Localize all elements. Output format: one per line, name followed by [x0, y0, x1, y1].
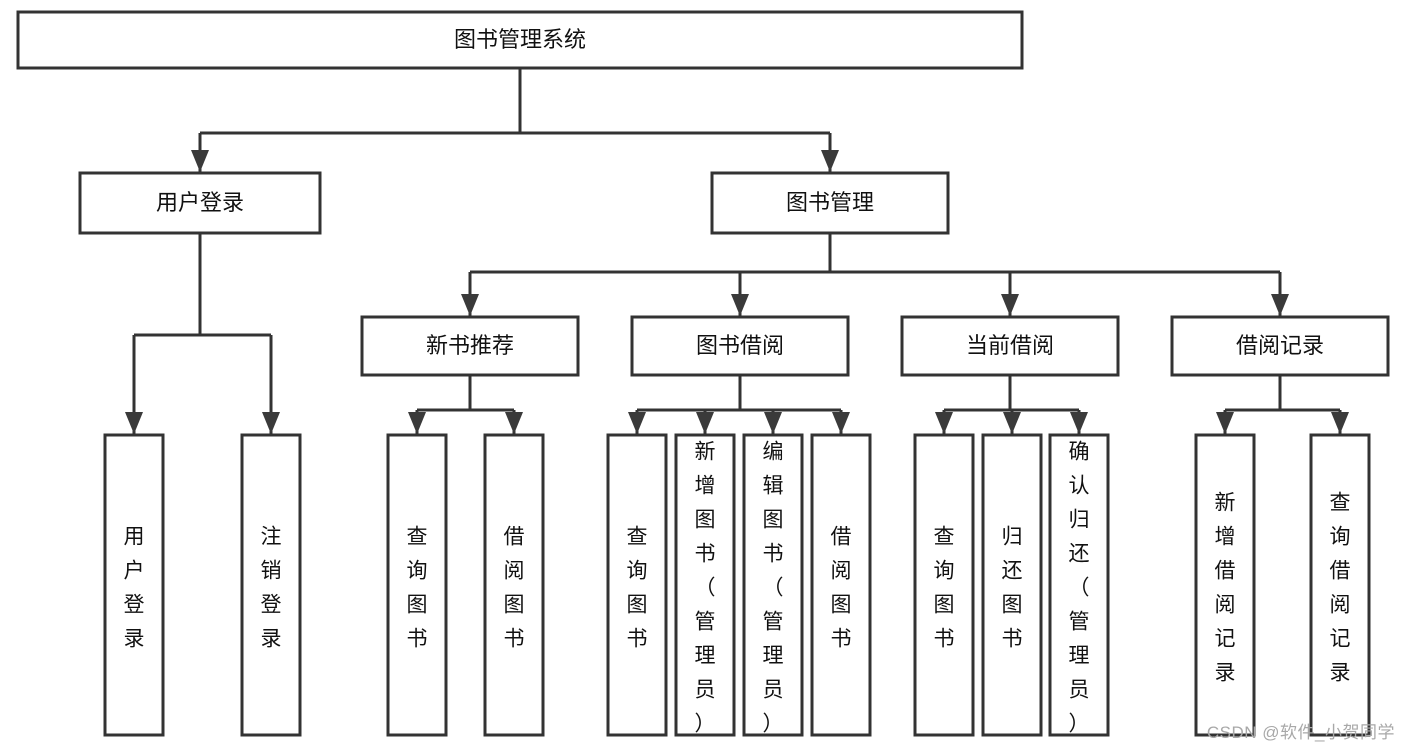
node-leaf-confirm-return[interactable]: 确认归还（管理员）	[1048, 433, 1110, 737]
node-box-leaf-add-record[interactable]	[1194, 433, 1256, 737]
node-label-leaf-borrow-book-1: 借阅图书	[504, 526, 525, 651]
node-box-book-borrow[interactable]	[630, 315, 850, 377]
node-label-new-book-recommend: 新书推荐	[426, 333, 514, 358]
arrow-head-icon	[125, 412, 143, 434]
arrow-head-icon	[1003, 412, 1021, 434]
node-leaf-borrow-book-1[interactable]: 借阅图书	[483, 433, 545, 737]
node-label-book-management: 图书管理	[786, 190, 874, 215]
node-box-leaf-query-book-1[interactable]	[386, 433, 448, 737]
node-label-leaf-edit-book: 编辑图书（管理员）	[763, 441, 784, 736]
arrow-head-icon	[408, 412, 426, 434]
arrow-head-icon	[731, 294, 749, 316]
node-root[interactable]: 图书管理系统	[16, 10, 1024, 70]
node-box-leaf-borrow-book-2[interactable]	[810, 433, 872, 737]
node-label-leaf-return-book: 归还图书	[1002, 526, 1023, 651]
node-leaf-user-login[interactable]: 用户登录	[103, 433, 165, 737]
arrow-head-icon	[461, 294, 479, 316]
node-label-leaf-query-book-3: 查询图书	[934, 526, 955, 651]
node-box-leaf-query-book-2[interactable]	[606, 433, 668, 737]
node-box-book-management[interactable]	[710, 171, 950, 235]
node-leaf-query-book-3[interactable]: 查询图书	[913, 433, 975, 737]
node-label-borrow-records: 借阅记录	[1236, 333, 1324, 358]
node-borrow-records[interactable]: 借阅记录	[1170, 315, 1390, 377]
node-label-leaf-user-logout: 注销登录	[261, 526, 282, 651]
node-current-borrow[interactable]: 当前借阅	[900, 315, 1120, 377]
node-box-new-book-recommend[interactable]	[360, 315, 580, 377]
node-box-leaf-borrow-book-1[interactable]	[483, 433, 545, 737]
node-leaf-edit-book[interactable]: 编辑图书（管理员）	[742, 433, 804, 737]
node-box-leaf-query-book-3[interactable]	[913, 433, 975, 737]
node-leaf-return-book[interactable]: 归还图书	[981, 433, 1043, 737]
arrow-head-icon	[1070, 412, 1088, 434]
node-box-borrow-records[interactable]	[1170, 315, 1390, 377]
arrow-head-icon	[1001, 294, 1019, 316]
node-box-leaf-return-book[interactable]	[981, 433, 1043, 737]
node-label-current-borrow: 当前借阅	[966, 333, 1054, 358]
arrow-head-icon	[505, 412, 523, 434]
nodes-layer: 图书管理系统用户登录图书管理新书推荐图书借阅当前借阅借阅记录用户登录注销登录查询…	[16, 10, 1390, 737]
arrow-head-icon	[1331, 412, 1349, 434]
node-box-user-login[interactable]	[78, 171, 322, 235]
arrow-head-icon	[696, 412, 714, 434]
arrow-head-icon	[1271, 294, 1289, 316]
node-box-leaf-query-record[interactable]	[1309, 433, 1371, 737]
node-box-leaf-add-book[interactable]	[674, 433, 736, 737]
node-leaf-query-book-2[interactable]: 查询图书	[606, 433, 668, 737]
node-box-root[interactable]	[16, 10, 1024, 70]
node-label-leaf-add-book: 新增图书（管理员）	[695, 441, 716, 736]
arrow-head-icon	[764, 412, 782, 434]
node-label-leaf-add-record: 新增借阅记录	[1215, 492, 1236, 685]
node-label-leaf-query-book-1: 查询图书	[407, 526, 428, 651]
arrow-head-icon	[628, 412, 646, 434]
edges-layer	[125, 68, 1349, 434]
node-label-leaf-borrow-book-2: 借阅图书	[831, 526, 852, 651]
node-user-login[interactable]: 用户登录	[78, 171, 322, 235]
node-label-root: 图书管理系统	[454, 27, 586, 52]
arrow-head-icon	[821, 150, 839, 172]
node-box-leaf-user-login[interactable]	[103, 433, 165, 737]
node-label-leaf-query-book-2: 查询图书	[627, 526, 648, 651]
node-label-user-login: 用户登录	[156, 190, 244, 215]
node-book-management[interactable]: 图书管理	[710, 171, 950, 235]
arrow-head-icon	[1216, 412, 1234, 434]
node-leaf-query-book-1[interactable]: 查询图书	[386, 433, 448, 737]
node-label-leaf-confirm-return: 确认归还（管理员）	[1069, 441, 1090, 736]
node-box-leaf-edit-book[interactable]	[742, 433, 804, 737]
node-label-book-borrow: 图书借阅	[696, 333, 784, 358]
arrow-head-icon	[832, 412, 850, 434]
node-new-book-recommend[interactable]: 新书推荐	[360, 315, 580, 377]
node-leaf-add-book[interactable]: 新增图书（管理员）	[674, 433, 736, 737]
node-book-borrow[interactable]: 图书借阅	[630, 315, 850, 377]
node-leaf-user-logout[interactable]: 注销登录	[240, 433, 302, 737]
arrow-head-icon	[262, 412, 280, 434]
node-box-leaf-user-logout[interactable]	[240, 433, 302, 737]
node-box-leaf-confirm-return[interactable]	[1048, 433, 1110, 737]
arrow-head-icon	[191, 150, 209, 172]
node-leaf-borrow-book-2[interactable]: 借阅图书	[810, 433, 872, 737]
arrow-head-icon	[935, 412, 953, 434]
node-label-leaf-query-record: 查询借阅记录	[1330, 492, 1351, 685]
node-leaf-query-record[interactable]: 查询借阅记录	[1309, 433, 1371, 737]
node-leaf-add-record[interactable]: 新增借阅记录	[1194, 433, 1256, 737]
node-box-current-borrow[interactable]	[900, 315, 1120, 377]
node-label-leaf-user-login: 用户登录	[124, 526, 145, 651]
